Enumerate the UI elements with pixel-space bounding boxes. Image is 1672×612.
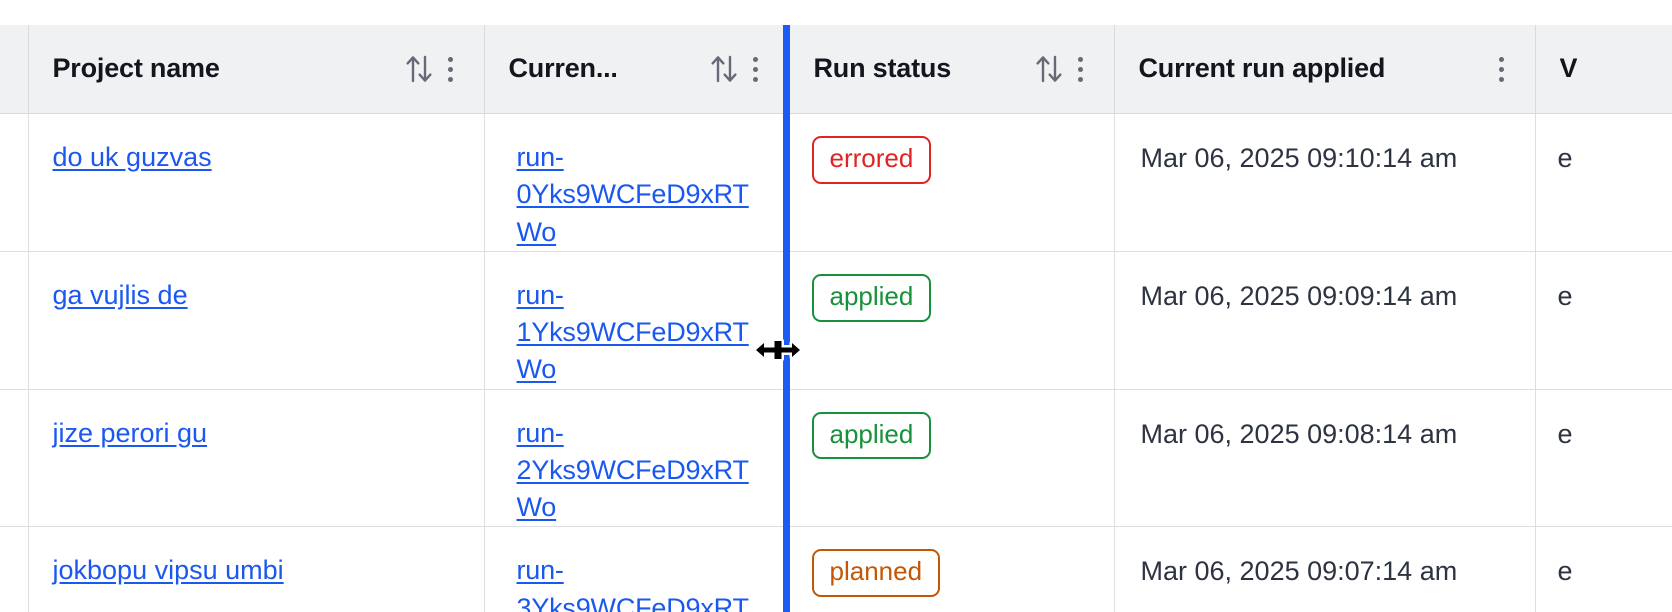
table-row[interactable]: jokbopu vipsu umbi run-3Yks9WCFeD9xRTWo … (0, 526, 1672, 612)
run-id-link[interactable]: run-3Yks9WCFeD9xRTWo (516, 555, 749, 612)
next-column-value: e (1557, 418, 1573, 449)
applied-timestamp: Mar 06, 2025 09:10:14 am (1140, 143, 1458, 173)
row-select-cell[interactable] (0, 389, 29, 528)
status-badge: applied (811, 273, 932, 322)
row-select-cell[interactable] (0, 113, 29, 252)
cell-project-name: jokbopu vipsu umbi (28, 526, 485, 612)
sort-icon[interactable] (402, 49, 436, 89)
status-badge: applied (811, 411, 932, 460)
cell-current-run: run-1Yks9WCFeD9xRTWo (484, 251, 790, 390)
column-header-label-next-column: V (1559, 54, 1578, 84)
project-name-link[interactable]: jokbopu vipsu umbi (52, 555, 284, 586)
column-menu-kebab-icon[interactable] (1487, 49, 1517, 89)
projects-table: Project name (0, 25, 1672, 612)
row-select-cell[interactable] (0, 526, 29, 612)
status-badge: errored (811, 136, 932, 184)
cell-current-run-applied: Mar 06, 2025 09:10:14 am (1114, 113, 1536, 252)
cell-current-run-applied: Mar 06, 2025 09:07:14 am (1114, 526, 1536, 612)
cell-run-status: applied (789, 251, 1115, 390)
cell-next-column: e (1535, 113, 1672, 252)
column-menu-kebab-icon[interactable] (741, 49, 771, 89)
cell-next-column: e (1535, 251, 1672, 390)
next-column-value: e (1557, 280, 1573, 311)
table-scroll-area[interactable]: Project name (0, 25, 1672, 612)
table-row[interactable]: do uk guzvas run-0Yks9WCFeD9xRTWo errore… (0, 113, 1672, 252)
cell-current-run: run-3Yks9WCFeD9xRTWo (484, 526, 790, 612)
status-badge: planned (811, 549, 941, 598)
project-name-link[interactable]: jize perori gu (52, 417, 208, 448)
table-header: Project name (0, 25, 1672, 114)
header-row: Project name (0, 25, 1672, 114)
cell-current-run-applied: Mar 06, 2025 09:08:14 am (1114, 389, 1536, 528)
project-name-link[interactable]: do uk guzvas (52, 142, 212, 172)
next-column-value: e (1557, 556, 1573, 587)
cell-next-column: e (1535, 526, 1672, 612)
column-header-label-run-status: Run status (813, 54, 952, 84)
column-menu-kebab-icon[interactable] (436, 49, 466, 89)
table-row[interactable]: jize perori gu run-2Yks9WCFeD9xRTWo appl… (0, 389, 1672, 528)
project-name-link[interactable]: ga vujlis de (52, 279, 188, 310)
column-header-run-status[interactable]: Run status (789, 25, 1115, 114)
sort-icon[interactable] (1032, 49, 1066, 89)
cell-project-name: ga vujlis de (28, 251, 485, 390)
top-gutter (0, 0, 1672, 25)
column-header-select[interactable] (0, 25, 29, 114)
next-column-value: e (1557, 143, 1573, 173)
column-header-project-name[interactable]: Project name (28, 25, 485, 114)
cell-run-status: applied (789, 389, 1115, 528)
sort-icon[interactable] (707, 49, 741, 89)
column-menu-kebab-icon[interactable] (1066, 49, 1096, 89)
cell-current-run: run-2Yks9WCFeD9xRTWo (484, 389, 790, 528)
table-body: do uk guzvas run-0Yks9WCFeD9xRTWo errore… (0, 113, 1672, 612)
cell-project-name: do uk guzvas (28, 113, 485, 252)
column-header-label-project-name: Project name (52, 54, 220, 84)
cell-run-status: errored (789, 113, 1115, 252)
row-select-cell[interactable] (0, 251, 29, 390)
column-header-label-current-run: Curren... (508, 54, 618, 84)
cell-current-run-applied: Mar 06, 2025 09:09:14 am (1114, 251, 1536, 390)
column-header-current-run-applied[interactable]: Current run applied (1114, 25, 1536, 114)
cell-run-status: planned (789, 526, 1115, 612)
cell-next-column: e (1535, 389, 1672, 528)
column-header-label-current-run-applied: Current run applied (1138, 54, 1386, 84)
applied-timestamp: Mar 06, 2025 09:09:14 am (1140, 280, 1458, 311)
column-header-next-column[interactable]: V (1535, 25, 1672, 114)
column-header-current-run[interactable]: Curren... (484, 25, 790, 114)
table-row[interactable]: ga vujlis de run-1Yks9WCFeD9xRTWo applie… (0, 251, 1672, 390)
cell-current-run: run-0Yks9WCFeD9xRTWo (484, 113, 790, 252)
applied-timestamp: Mar 06, 2025 09:08:14 am (1140, 418, 1458, 449)
applied-timestamp: Mar 06, 2025 09:07:14 am (1140, 556, 1458, 587)
cell-project-name: jize perori gu (28, 389, 485, 528)
run-id-link[interactable]: run-0Yks9WCFeD9xRTWo (516, 142, 749, 247)
run-id-link[interactable]: run-2Yks9WCFeD9xRTWo (516, 417, 749, 523)
run-id-link[interactable]: run-1Yks9WCFeD9xRTWo (516, 279, 749, 385)
